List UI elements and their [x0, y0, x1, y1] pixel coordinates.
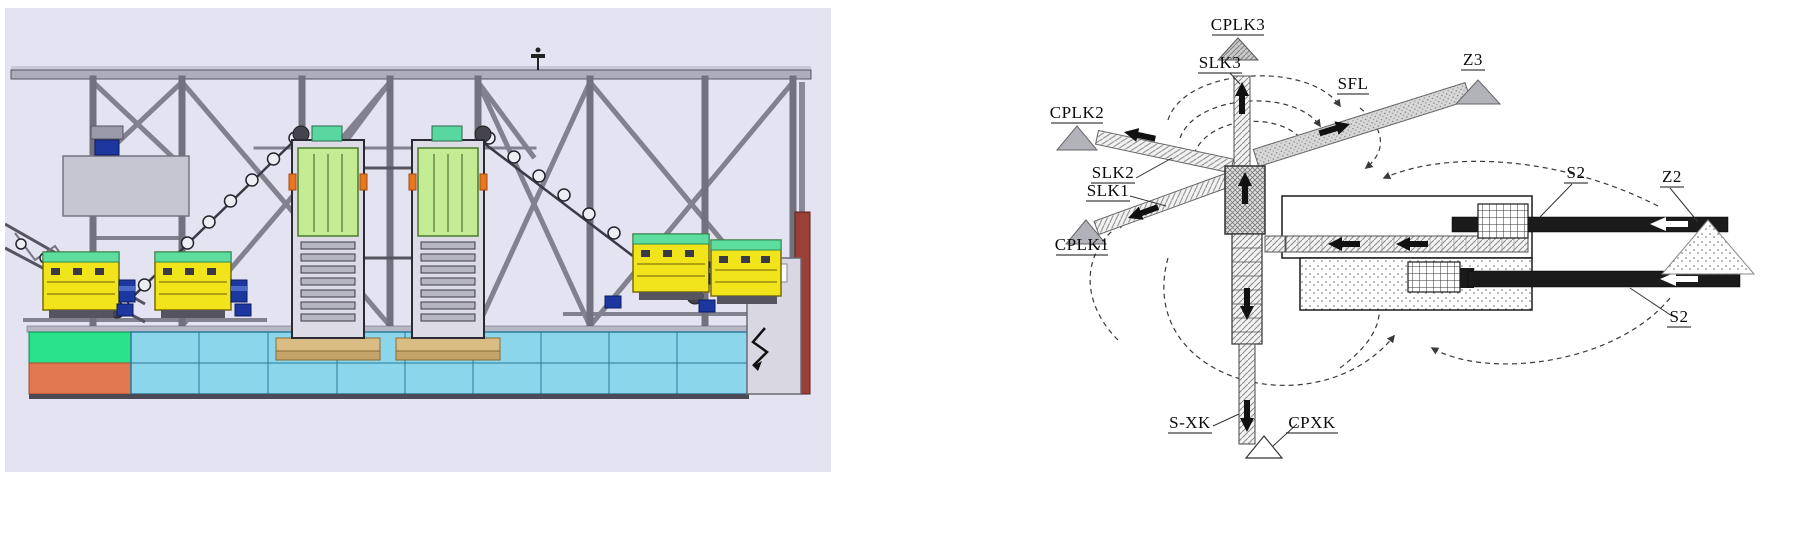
- stockpile-cplk1: [1064, 219, 1108, 245]
- label-cplk2: CPLK2: [1050, 103, 1104, 122]
- dewatering-towers: [275, 125, 501, 361]
- screen-machine-3: [632, 233, 726, 300]
- pontoon-hull: [26, 325, 750, 399]
- conveyor-s2-lower: [1467, 270, 1741, 288]
- leader-lines: [1129, 72, 1699, 447]
- stockpile-z3: [1454, 79, 1502, 105]
- screen-machine-2: [154, 251, 248, 318]
- material-arrows: [1124, 82, 1428, 432]
- stockpile-cplk3: [1216, 37, 1260, 61]
- label-slk3: SLK3: [1199, 53, 1242, 72]
- discharge-cpxk: [1244, 435, 1284, 459]
- left-arrow-white: [1660, 272, 1698, 286]
- diagram-labels: CPLK3 SLK3 SFL Z3 CPLK2 SLK2 SLK1 CPLK1 …: [1050, 15, 1691, 434]
- label-z3: Z3: [1463, 50, 1483, 69]
- label-cplk3: CPLK3: [1211, 15, 1265, 34]
- label-cplk1: CPLK1: [1055, 235, 1109, 254]
- label-cpxk: CPXK: [1288, 413, 1336, 432]
- label-s2-lower: S2: [1670, 307, 1689, 326]
- label-slk1: SLK1: [1087, 181, 1130, 200]
- screen-machine-4: [710, 239, 782, 304]
- screen-machine-1: [42, 251, 136, 318]
- label-s2-upper: S2: [1567, 163, 1586, 182]
- hull-block-orange: [28, 362, 132, 395]
- cad-render-panel: [5, 8, 831, 472]
- screening-machines: [42, 233, 782, 318]
- gantry-top-beam: [10, 47, 812, 80]
- label-slk2: SLK2: [1092, 163, 1135, 182]
- label-sfl: SFL: [1338, 74, 1369, 93]
- stockpile-z2: [1660, 219, 1756, 275]
- water-flow-zigzag: [751, 327, 769, 367]
- process-diagram-panel: CPLK3 SLK3 SFL Z3 CPLK2 SLK2 SLK1 CPLK1 …: [1020, 0, 1813, 538]
- feed-hopper: [62, 125, 190, 217]
- label-s-xk: S-XK: [1169, 413, 1211, 432]
- tower-2: [395, 125, 501, 361]
- stockpile-cplk2: [1055, 125, 1099, 151]
- label-z2: Z2: [1662, 167, 1682, 186]
- grid-block-lower: [1407, 261, 1461, 293]
- tower-1: [275, 125, 381, 361]
- grid-block-upper: [1477, 203, 1529, 239]
- hull-block-green: [28, 331, 132, 364]
- left-arrow-white: [1650, 217, 1688, 231]
